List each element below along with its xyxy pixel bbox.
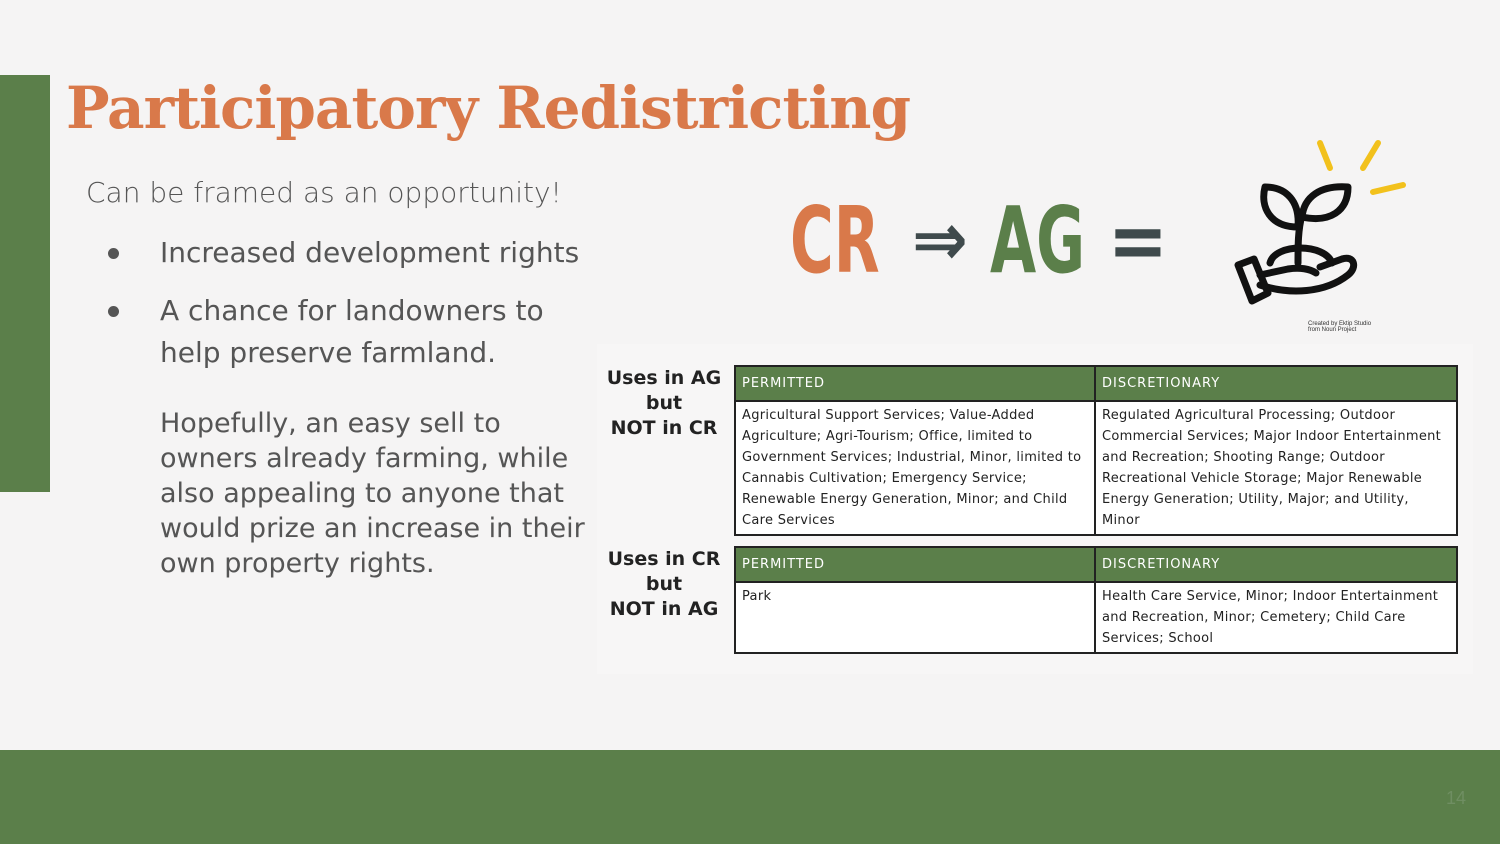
zoning-formula: CR ⇒ AG = bbox=[790, 187, 1169, 294]
header-discretionary: DISCRETIONARY bbox=[1094, 546, 1458, 583]
formula-ag: AG bbox=[989, 186, 1085, 294]
left-accent-bar bbox=[0, 75, 50, 492]
label-line: but bbox=[645, 392, 683, 414]
uses-table-cr-not-ag: PERMITTED DISCRETIONARY Park Health Care… bbox=[734, 546, 1458, 654]
table-row-label-cr: Uses in CR but NOT in AG bbox=[604, 547, 724, 622]
equals-sign: = bbox=[1107, 193, 1169, 287]
implies-arrow-icon: ⇒ bbox=[912, 197, 968, 283]
page-number: 14 bbox=[1445, 788, 1466, 808]
discretionary-uses-cell: Health Care Service, Minor; Indoor Enter… bbox=[1094, 581, 1458, 654]
label-line: but bbox=[645, 573, 683, 595]
bullet-dot-icon bbox=[108, 306, 119, 317]
bullet-item: Increased development rights bbox=[104, 232, 594, 274]
footer-bar bbox=[0, 750, 1500, 844]
label-line: Uses in CR bbox=[607, 548, 721, 570]
bullet-item: A chance for landowners to help preserve… bbox=[104, 290, 594, 374]
table-row-label-ag: Uses in AG but NOT in CR bbox=[604, 366, 724, 441]
bullet-list: Increased development rights A chance fo… bbox=[104, 232, 594, 390]
bullet-text: A chance for landowners to help preserve… bbox=[160, 294, 544, 369]
formula-cr: CR bbox=[790, 186, 880, 294]
credit-line: from Noun Project bbox=[1308, 327, 1357, 333]
label-line: NOT in AG bbox=[609, 598, 719, 620]
permitted-uses-cell: Park bbox=[734, 581, 1096, 654]
label-line: Uses in AG bbox=[606, 367, 722, 389]
header-permitted: PERMITTED bbox=[734, 365, 1096, 402]
hand-holding-sprout-icon bbox=[1220, 135, 1420, 310]
slide-title: Participatory Redistricting bbox=[66, 74, 911, 142]
bullet-text: Increased development rights bbox=[160, 236, 580, 269]
header-discretionary: DISCRETIONARY bbox=[1094, 365, 1458, 402]
bullet-dot-icon bbox=[108, 248, 119, 259]
closing-paragraph: Hopefully, an easy sell to owners alread… bbox=[160, 408, 585, 579]
header-permitted: PERMITTED bbox=[734, 546, 1096, 583]
credit-line: Created by Ektip Studio bbox=[1308, 321, 1372, 327]
label-line: NOT in CR bbox=[610, 417, 718, 439]
uses-table-ag-not-cr: PERMITTED DISCRETIONARY Agricultural Sup… bbox=[734, 365, 1458, 536]
permitted-uses-cell: Agricultural Support Services; Value-Add… bbox=[734, 400, 1096, 536]
icon-credit: Created by Ektip Studio from Noun Projec… bbox=[1308, 321, 1371, 333]
discretionary-uses-cell: Regulated Agricultural Processing; Outdo… bbox=[1094, 400, 1458, 536]
lead-text: Can be framed as an opportunity! bbox=[86, 176, 562, 209]
